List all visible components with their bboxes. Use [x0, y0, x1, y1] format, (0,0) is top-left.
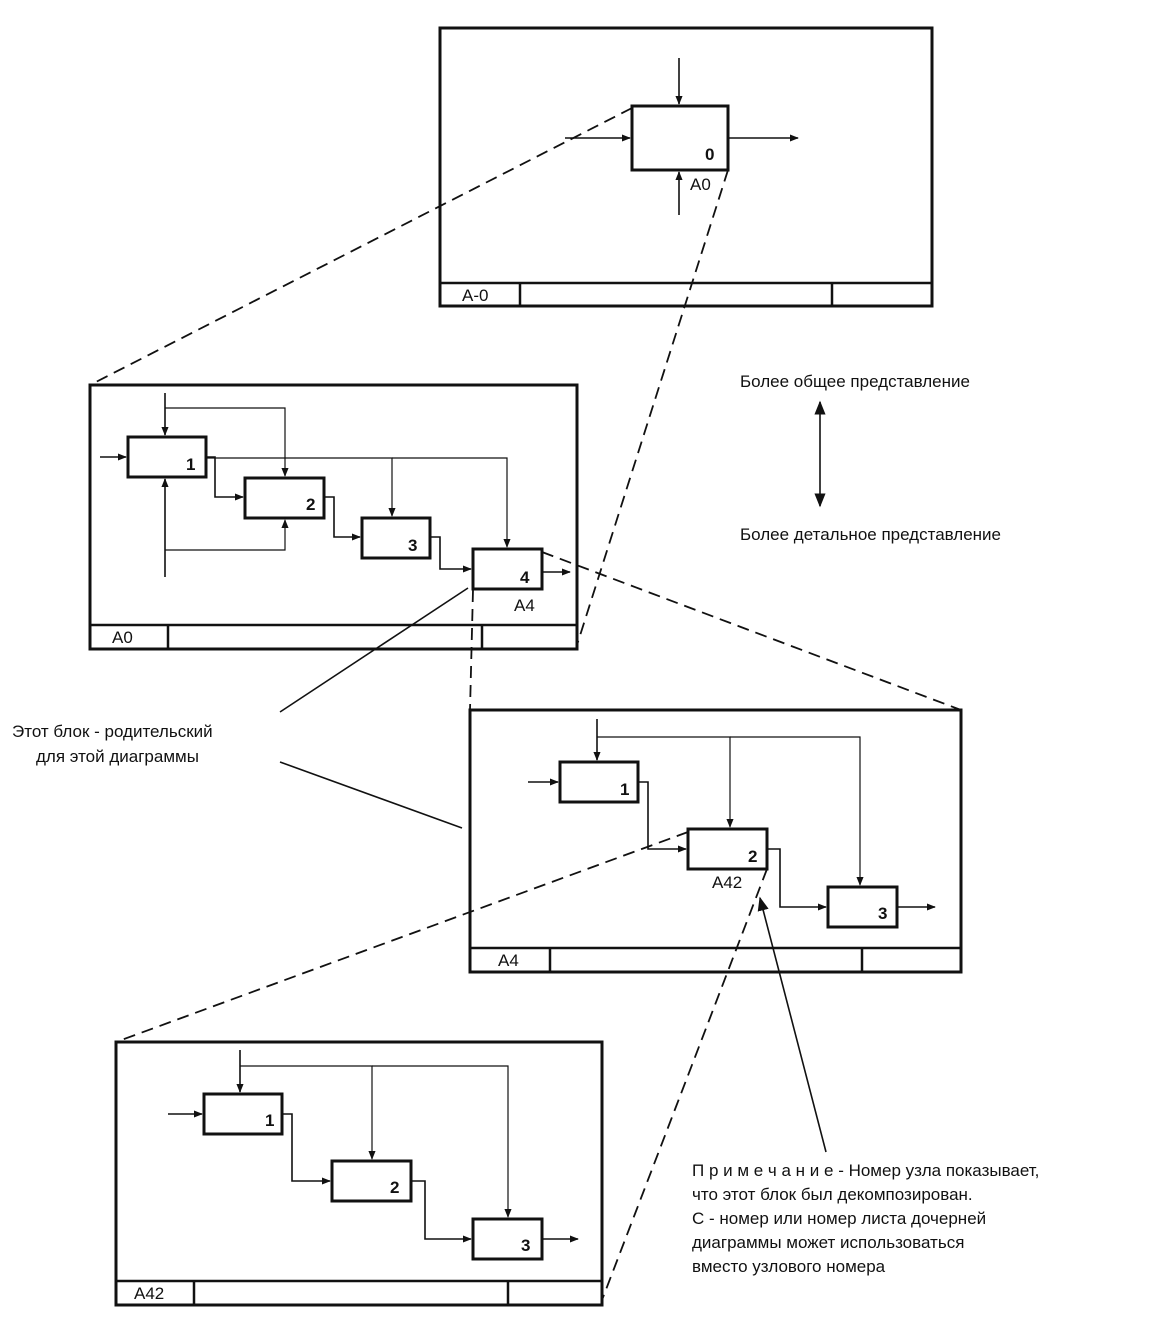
- sheet-label: A42: [134, 1284, 164, 1303]
- block-3: [360, 516, 432, 560]
- legend-general: Более общее представление: [740, 372, 970, 391]
- block-number: 1: [186, 455, 195, 474]
- diagram-a0: A0 1 2 3 4 A4: [88, 383, 579, 651]
- block-4: [471, 547, 544, 591]
- block-number: 2: [306, 495, 315, 514]
- diagram-a4: A4 1 2 A42 3: [468, 708, 963, 974]
- sheet-label: A-0: [462, 286, 488, 305]
- note-line-5: вместо узлового номера: [692, 1257, 886, 1276]
- note-line-4: диаграммы может использоваться: [692, 1233, 964, 1252]
- diagram-a-minus-0: A-0 0 A0: [438, 26, 934, 308]
- block-0: [630, 104, 730, 172]
- block-number: 3: [878, 904, 887, 923]
- note-line-3: С - номер или номер листа дочерней: [692, 1209, 986, 1228]
- sheet-label: A4: [498, 951, 519, 970]
- block-number: 1: [620, 780, 629, 799]
- block-number: 4: [520, 568, 530, 587]
- diagram-a42: A42 1 2 3: [114, 1040, 604, 1307]
- node-label: A4: [514, 596, 535, 615]
- block-3: [826, 885, 899, 929]
- block-number: 3: [521, 1236, 530, 1255]
- sheet-label: A0: [112, 628, 133, 647]
- block-2: [686, 827, 769, 871]
- block-2: [243, 476, 326, 520]
- note-line-2: что этот блок был декомпозирован.: [692, 1185, 973, 1204]
- callout-line-2: для этой диаграммы: [36, 747, 199, 766]
- note-line-1: П р и м е ч а н и е - Номер узла показыв…: [692, 1161, 1039, 1180]
- node-label: A0: [690, 175, 711, 194]
- callout-line-1: Этот блок - родительский: [12, 722, 213, 741]
- block-3: [471, 1217, 544, 1261]
- parent-block-callout: Этот блок - родительский для этой диагра…: [12, 587, 469, 829]
- block-1: [126, 435, 208, 479]
- block-number: 2: [748, 847, 757, 866]
- decomposition-lines: [89, 107, 962, 1301]
- block-number: 0: [705, 145, 714, 164]
- node-label: A42: [712, 873, 742, 892]
- block-number: 2: [390, 1178, 399, 1197]
- legend-detailed: Более детальное представление: [740, 525, 1001, 544]
- level-legend: Более общее представление Более детально…: [740, 372, 1001, 544]
- block-number: 3: [408, 536, 417, 555]
- node-number-note: П р и м е ч а н и е - Номер узла показыв…: [692, 896, 1039, 1276]
- block-number: 1: [265, 1111, 274, 1130]
